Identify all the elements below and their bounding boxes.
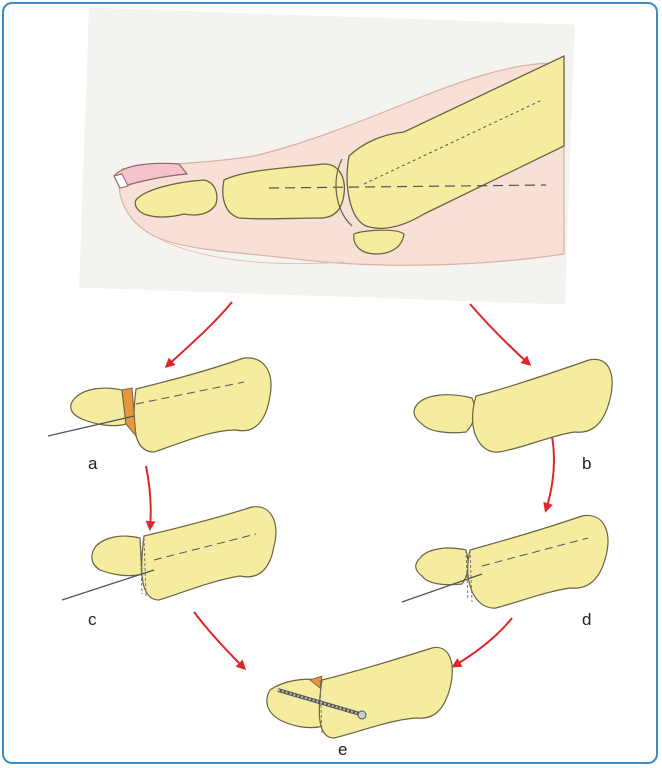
- arrow: [146, 466, 151, 528]
- label-d: d: [582, 610, 591, 630]
- arrow: [470, 304, 529, 364]
- toe-illustration: [79, 8, 574, 305]
- panel-d-bones: [402, 515, 608, 608]
- procedure-diagram: [4, 4, 658, 764]
- arrow: [194, 612, 244, 668]
- label-b: b: [582, 454, 591, 474]
- arrow: [454, 618, 512, 666]
- panel-a-bones: [48, 358, 271, 452]
- label-a: a: [88, 454, 97, 474]
- arrow: [167, 302, 232, 366]
- label-c: c: [88, 610, 97, 630]
- label-e: e: [338, 740, 347, 760]
- panel-b-bones: [414, 359, 612, 452]
- arrow: [546, 436, 554, 510]
- panel-c-bones: [62, 507, 276, 600]
- arrows: [146, 302, 554, 668]
- k-wire: [62, 570, 154, 600]
- panel-e-bones: [267, 647, 452, 738]
